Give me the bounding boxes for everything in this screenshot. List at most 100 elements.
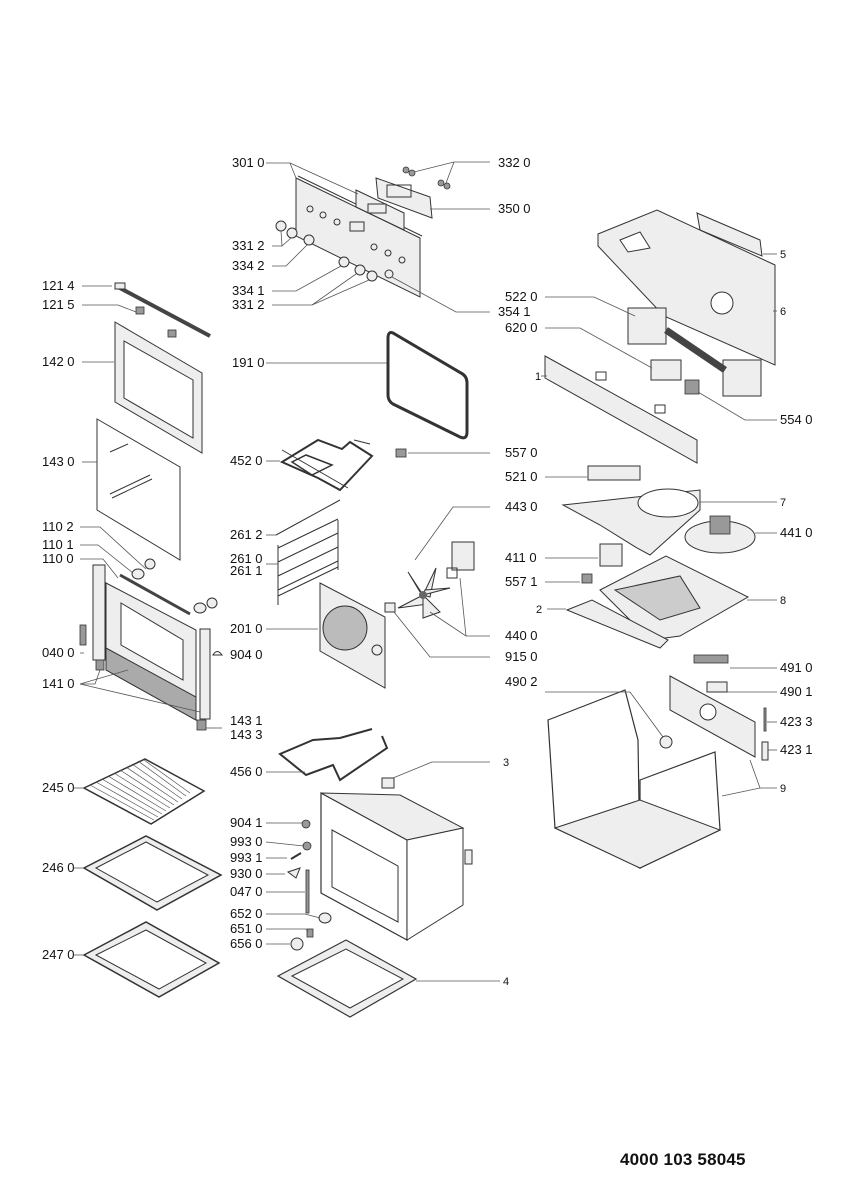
part-label: 334 1 xyxy=(232,283,265,298)
part-label: 491 0 xyxy=(780,660,813,675)
door-gasket-part xyxy=(386,331,469,440)
transformer-part xyxy=(599,543,623,567)
part-label: 656 0 xyxy=(230,936,263,951)
part-label: 047 0 xyxy=(230,884,263,899)
part-label: 301 0 xyxy=(232,155,265,170)
group-label: 8 xyxy=(780,595,787,607)
part-label: 411 0 xyxy=(505,550,537,565)
part-label: 930 0 xyxy=(230,866,263,881)
part-label: 350 0 xyxy=(498,201,531,216)
part-label: 110 2 xyxy=(42,519,74,534)
part-label: 354 1 xyxy=(498,304,531,319)
control-board-part xyxy=(669,675,756,758)
part-label: 121 5 xyxy=(42,297,75,312)
probe-part xyxy=(763,707,767,732)
part-label: 331 2 xyxy=(232,297,265,312)
enamel-tray-part xyxy=(82,835,223,911)
display-module-part xyxy=(375,177,433,219)
part-label: 423 1 xyxy=(780,742,813,757)
bottom-frame-part xyxy=(276,939,418,1018)
thermostat-part xyxy=(395,448,407,458)
part-label: 521 0 xyxy=(505,469,538,484)
group-label: 4 xyxy=(503,976,510,988)
part-label: 040 0 xyxy=(42,645,75,660)
group-label: 9 xyxy=(780,783,787,795)
part-label: 143 3 xyxy=(230,727,263,742)
thermal-switch-part xyxy=(581,573,593,584)
part-label: 443 0 xyxy=(505,499,538,514)
display-bracket-part xyxy=(355,189,405,231)
small-parts-part xyxy=(286,819,332,951)
bottom-element-part xyxy=(278,728,389,782)
part-label: 331 2 xyxy=(232,238,265,253)
fan-motor-part xyxy=(446,541,475,579)
part-label: 143 1 xyxy=(230,713,263,728)
cooling-fan-part xyxy=(684,515,756,554)
knobs-part xyxy=(275,166,451,282)
group-label: 3 xyxy=(503,757,510,769)
motor-bushing-part xyxy=(384,602,396,613)
part-label: 904 1 xyxy=(230,815,263,830)
part-label: 557 0 xyxy=(505,445,538,460)
oven-cavity-part xyxy=(320,791,473,942)
part-label: 261 1 xyxy=(230,563,263,578)
part-label: 993 1 xyxy=(230,850,263,865)
group-label: 7 xyxy=(780,497,787,509)
fan-blade-part xyxy=(397,567,451,619)
switch-part xyxy=(706,681,728,693)
control-module-part xyxy=(627,307,762,397)
part-label: 261 0 xyxy=(230,551,263,566)
side-rack-part xyxy=(275,499,341,605)
part-label: 423 3 xyxy=(780,714,813,729)
part-label: 652 0 xyxy=(230,906,263,921)
part-label: 247 0 xyxy=(42,947,75,962)
part-label: 245 0 xyxy=(42,780,75,795)
grill-element-part xyxy=(279,438,374,492)
fan-cover-part xyxy=(319,582,386,689)
group-label: 1 xyxy=(535,371,542,383)
group-label: 5 xyxy=(780,249,787,261)
lamp-part xyxy=(659,735,673,749)
part-label: 554 0 xyxy=(780,412,813,427)
air-duct-part xyxy=(561,488,701,556)
wire-shelf-part xyxy=(82,758,206,825)
part-label: 440 0 xyxy=(505,628,538,643)
outer-door-part xyxy=(79,558,223,731)
part-label: 620 0 xyxy=(505,320,538,335)
top-cover-part xyxy=(597,209,776,366)
door-glass-part xyxy=(96,418,181,561)
part-label: 452 0 xyxy=(230,453,263,468)
part-label: 522 0 xyxy=(505,289,538,304)
fuse-part xyxy=(761,741,769,761)
part-label: 490 1 xyxy=(780,684,813,699)
part-label: 334 2 xyxy=(232,258,265,273)
connector-block-part xyxy=(587,465,641,481)
baking-tray-part xyxy=(82,921,221,998)
part-label: 141 0 xyxy=(42,676,75,691)
part-label: 142 0 xyxy=(42,354,75,369)
front-frame-rail-part xyxy=(544,355,698,464)
part-label: 557 1 xyxy=(505,574,538,589)
group-label: 2 xyxy=(536,604,543,616)
oven-lamp-part xyxy=(381,777,395,789)
document-number: 4000 103 58045 xyxy=(620,1150,746,1169)
group-label: 6 xyxy=(780,306,787,318)
terminal-block-part xyxy=(693,654,729,664)
part-label: 456 0 xyxy=(230,764,263,779)
oven-housing-part xyxy=(547,689,722,869)
part-label: 904 0 xyxy=(230,647,263,662)
door-handle-part xyxy=(114,282,211,338)
part-label: 915 0 xyxy=(505,649,538,664)
part-label: 651 0 xyxy=(230,921,263,936)
part-label: 191 0 xyxy=(232,355,265,370)
part-label: 110 1 xyxy=(42,537,74,552)
part-label: 143 0 xyxy=(42,454,75,469)
door-inner-frame-part xyxy=(114,321,203,454)
part-label: 993 0 xyxy=(230,834,263,849)
part-label: 201 0 xyxy=(230,621,263,636)
part-label: 261 2 xyxy=(230,527,263,542)
part-label: 441 0 xyxy=(780,525,813,540)
part-label: 490 2 xyxy=(505,674,538,689)
